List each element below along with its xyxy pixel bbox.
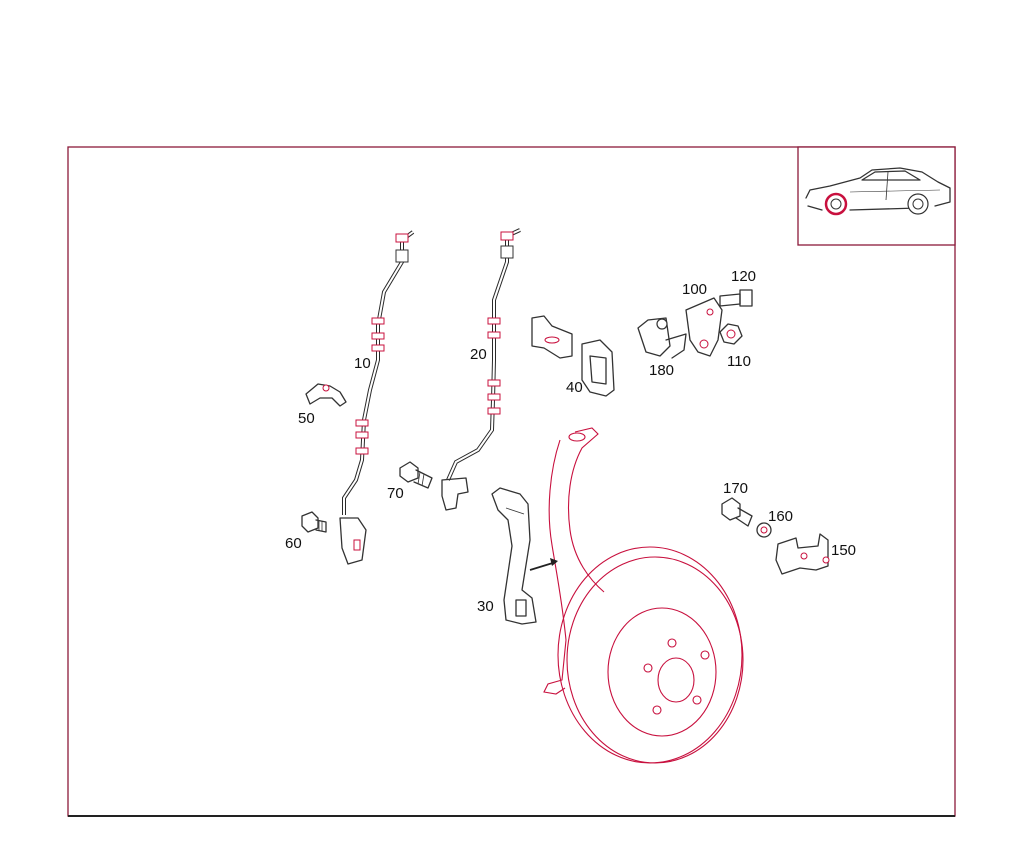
brake-disc-and-knuckle [543, 427, 744, 764]
clip-50 [305, 383, 347, 407]
bracket-100 [685, 297, 723, 357]
level-sensor-180 [637, 317, 687, 359]
callout-120: 120 [731, 268, 756, 285]
callout-60: 60 [285, 535, 302, 552]
callout-110: 110 [727, 353, 751, 370]
holder-40 [531, 315, 615, 397]
bolt-60 [301, 511, 327, 533]
callout-150: 150 [831, 542, 856, 559]
bolt-70 [399, 461, 433, 489]
vehicle-inset [797, 146, 956, 246]
bolt-120 [719, 289, 753, 307]
sensor-cable-10 [339, 230, 415, 565]
callout-50: 50 [298, 410, 315, 427]
callout-20: 20 [470, 346, 487, 363]
car-side-view-icon [805, 167, 951, 216]
callout-70: 70 [387, 485, 404, 502]
callout-10: 10 [354, 355, 371, 372]
nut-110 [719, 323, 743, 345]
callout-40: 40 [566, 379, 583, 396]
plate-150 [775, 533, 830, 575]
callout-160: 160 [768, 508, 793, 525]
callout-180: 180 [649, 362, 674, 379]
bolt-170 [721, 497, 753, 527]
callout-170: 170 [723, 480, 748, 497]
bracket-30 [491, 487, 537, 625]
washer-160 [756, 522, 772, 538]
callout-100: 100 [682, 281, 707, 298]
sensor-cable-20 [441, 228, 521, 511]
callout-30: 30 [477, 598, 494, 615]
